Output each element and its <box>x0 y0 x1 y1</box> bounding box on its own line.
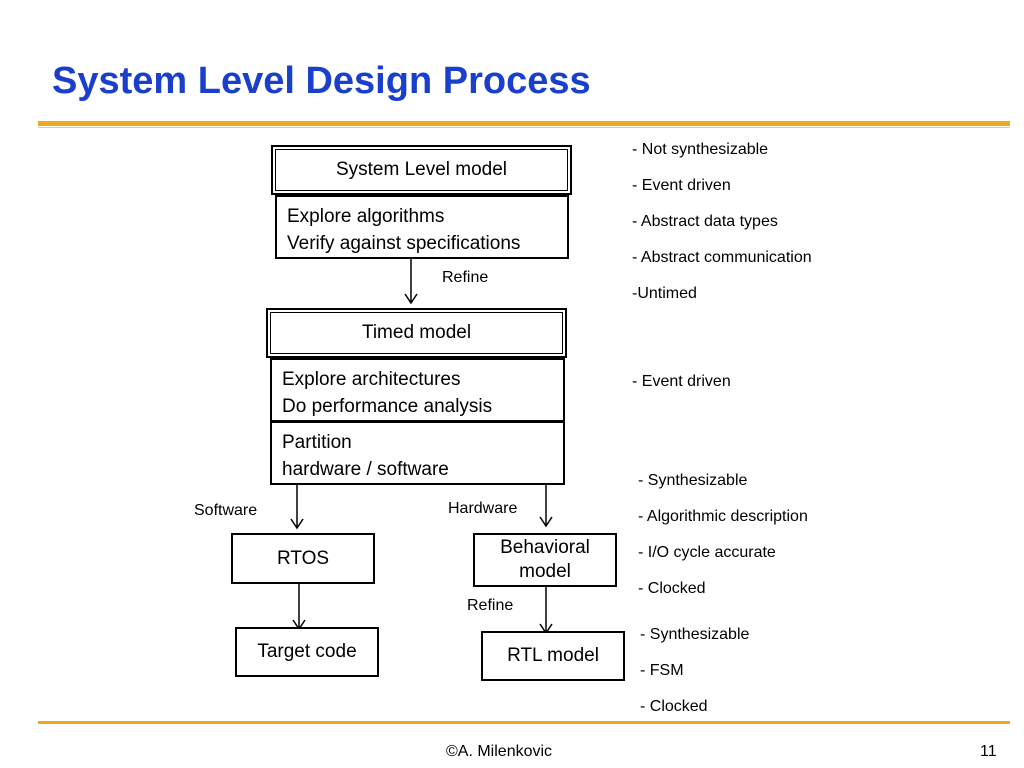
top-divider-thin <box>38 127 1010 128</box>
explore-architectures-line-2: Do performance analysis <box>282 396 493 417</box>
note-system-level-2: - Event driven <box>632 177 731 194</box>
timed-model-box: Timed model <box>266 308 567 358</box>
hardware-label: Hardware <box>448 500 518 517</box>
behavioral-model-line-2: model <box>519 561 571 582</box>
note-behavioral-4: - Clocked <box>638 580 706 597</box>
system-level-model-label: System Level model <box>335 159 508 180</box>
rtos-label: RTOS <box>276 547 330 569</box>
behavioral-model-line-1: Behavioral <box>500 537 590 558</box>
note-rtl-1: - Synthesizable <box>640 626 750 643</box>
explore-algorithms-line-1: Explore algorithms <box>287 206 445 227</box>
target-code-label: Target code <box>257 641 357 662</box>
explore-algorithms-box: Explore algorithms Verify against specif… <box>275 195 569 259</box>
bottom-divider <box>38 721 1010 724</box>
refine-label-1: Refine <box>442 269 489 286</box>
note-system-level-1: - Not synthesizable <box>632 141 769 158</box>
page-number: 11 <box>980 743 997 760</box>
partition-box: Partition hardware / software <box>270 421 565 485</box>
partition-line-2: hardware / software <box>282 459 449 480</box>
note-rtl-3: - Clocked <box>640 698 708 715</box>
explore-architectures-box: Explore architectures Do performance ana… <box>270 358 565 422</box>
target-code-box: Target code <box>235 627 379 677</box>
system-level-model-box: System Level model <box>271 145 572 195</box>
software-label: Software <box>194 502 258 519</box>
slide-title: System Level Design Process <box>52 60 591 102</box>
footer-author: ©A. Milenkovic <box>446 743 553 760</box>
explore-algorithms-line-2: Verify against specifications <box>287 233 521 254</box>
refine-label-2: Refine <box>467 597 514 614</box>
timed-model-label: Timed model <box>361 322 472 343</box>
rtl-model-box: RTL model <box>481 631 625 681</box>
explore-architectures-line-1: Explore architectures <box>282 369 461 390</box>
note-behavioral-2: - Algorithmic description <box>638 508 808 525</box>
note-behavioral-1: - Synthesizable <box>638 472 748 489</box>
rtos-box: RTOS <box>231 533 375 584</box>
note-rtl-2: - FSM <box>640 662 684 679</box>
rtl-model-label: RTL model <box>507 645 599 666</box>
top-divider <box>38 121 1010 126</box>
note-system-level-5: -Untimed <box>632 285 697 302</box>
arrow-hardware-head <box>539 516 553 528</box>
note-system-level-4: - Abstract communication <box>632 249 812 266</box>
note-timed-1: - Event driven <box>632 373 731 390</box>
arrow-refine-1-head <box>404 293 418 305</box>
note-behavioral-3: - I/O cycle accurate <box>638 544 776 561</box>
arrow-software-head <box>290 518 304 530</box>
note-system-level-3: - Abstract data types <box>632 213 778 230</box>
partition-line-1: Partition <box>282 432 352 453</box>
behavioral-model-box: Behavioral model <box>473 533 617 587</box>
